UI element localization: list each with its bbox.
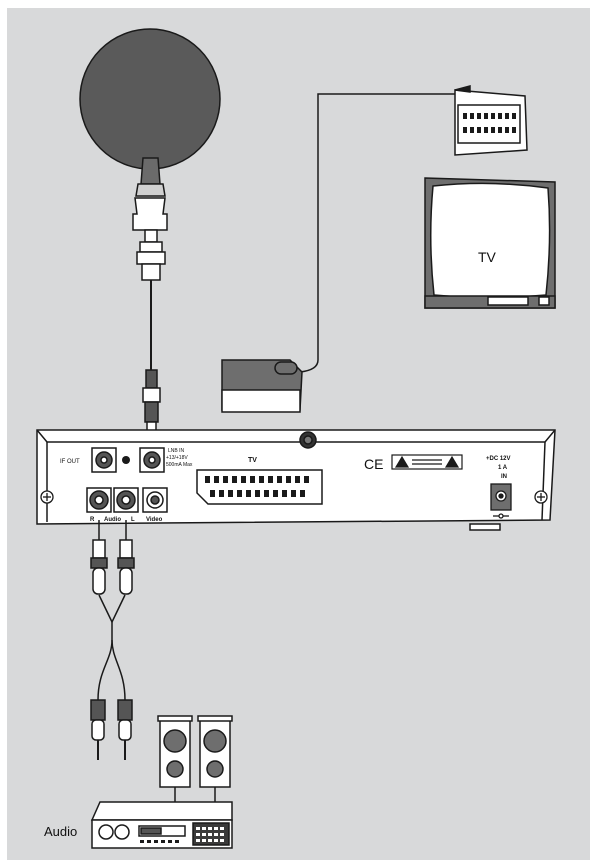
rca-socket-r <box>86 487 112 513</box>
dc-label-3: IN <box>501 474 507 480</box>
if-out-label: IF OUT <box>60 459 80 465</box>
audio-r-label: R <box>90 517 95 523</box>
amplifier-label: Audio <box>44 824 77 839</box>
receiver-tv-label: TV <box>248 457 257 464</box>
dc-label-2: 1 A <box>498 465 508 471</box>
rca-socket-video <box>142 487 168 513</box>
tv-screen-label: TV <box>478 249 497 265</box>
fan-knob-icon <box>299 431 317 449</box>
television-icon: TV <box>424 177 556 309</box>
lnb-label-2: +13/+18V <box>166 455 188 461</box>
lnb-label-3: 500mA Max <box>166 462 193 468</box>
lnb-label-1: LNB IN <box>168 448 185 454</box>
satellite-dish-icon <box>79 28 221 281</box>
rca-plug-icon <box>90 539 135 760</box>
scart-cable <box>299 93 455 373</box>
scart-socket <box>196 469 323 505</box>
screw-icon <box>40 490 548 504</box>
dc-label-1: +DC 12V <box>486 456 511 462</box>
ce-mark: CE <box>364 456 383 472</box>
audio-l-label: L <box>131 517 135 523</box>
led-indicator <box>122 456 130 464</box>
if-out-connector <box>91 447 117 473</box>
video-label: Video <box>146 517 163 523</box>
rca-socket-l <box>113 487 139 513</box>
dc-jack-icon <box>490 483 512 519</box>
scart-plug-receiver-icon <box>221 359 303 413</box>
lnb-in-connector <box>139 447 165 473</box>
audio-label: Audio <box>104 517 121 523</box>
warning-label-icon <box>391 454 463 470</box>
scart-plug-icon <box>454 85 528 156</box>
speaker-icon <box>157 715 233 802</box>
amplifier-icon <box>90 801 233 849</box>
